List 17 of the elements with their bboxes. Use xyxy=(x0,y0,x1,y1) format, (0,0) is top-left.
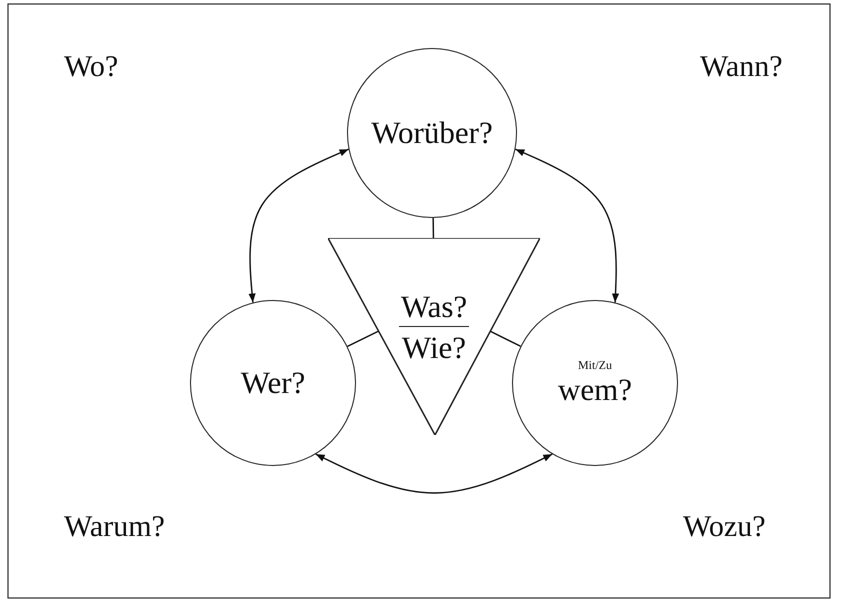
curved-arrow xyxy=(515,148,620,302)
question-label: Wann? xyxy=(700,50,783,84)
triangle-node xyxy=(328,238,540,435)
node-text: Wie? xyxy=(402,331,466,366)
node-text: wem? xyxy=(558,372,632,407)
curved-arrow xyxy=(248,148,349,303)
node-text: Worüber? xyxy=(371,116,493,150)
node-text: Wer? xyxy=(240,366,306,400)
connector-line xyxy=(490,330,521,347)
node-text: Was? xyxy=(398,290,470,328)
question-label: Wo? xyxy=(64,50,118,84)
connector-line xyxy=(347,330,379,347)
node-text: Mit/Zu xyxy=(578,359,612,373)
curved-arrow xyxy=(315,454,553,494)
connector-line xyxy=(432,218,434,238)
question-label: Wozu? xyxy=(683,510,766,544)
question-label: Warum? xyxy=(64,510,165,544)
